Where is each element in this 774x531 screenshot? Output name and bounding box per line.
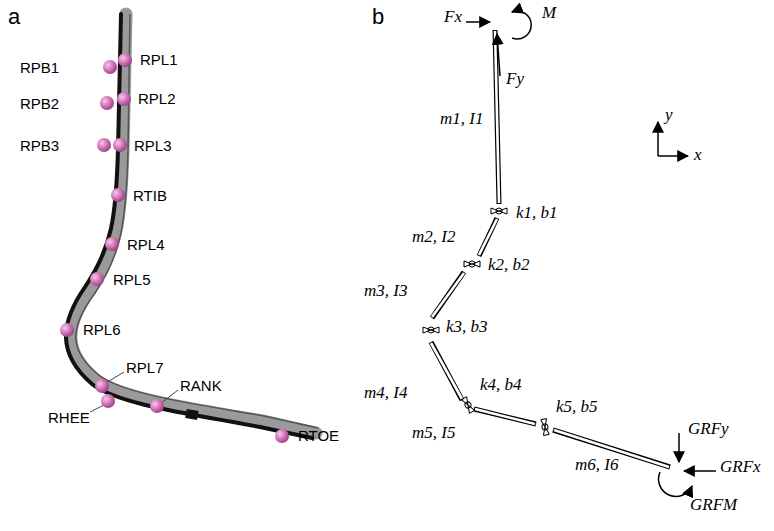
moment-label: M bbox=[542, 4, 556, 21]
marker-name: RANK bbox=[180, 378, 222, 393]
force-label: GRFx bbox=[720, 458, 761, 475]
segment-label: m4, I4 bbox=[364, 384, 407, 401]
segment-label: m6, I6 bbox=[575, 456, 618, 473]
joint-label: k1, b1 bbox=[516, 204, 558, 221]
marker-name: RPL2 bbox=[138, 91, 176, 106]
prosthetic-foot bbox=[66, 14, 318, 438]
force-arrows bbox=[466, 11, 716, 496]
joint-label: k2, b2 bbox=[488, 256, 530, 273]
segment-label: m3, I3 bbox=[364, 282, 407, 299]
force-label: Fy bbox=[506, 70, 524, 87]
leader-lines bbox=[90, 372, 178, 412]
marker-name: RPL6 bbox=[83, 322, 121, 337]
marker-name: RPL5 bbox=[113, 272, 151, 287]
panel-letter: b bbox=[372, 6, 384, 28]
axis-label: y bbox=[665, 106, 673, 123]
markers bbox=[60, 53, 289, 443]
segment-label: m5, I5 bbox=[412, 424, 455, 441]
force-label: GRFy bbox=[688, 420, 729, 437]
segment-label: m2, I2 bbox=[412, 228, 455, 245]
marker-name: RPB1 bbox=[20, 60, 59, 75]
joint-label: k4, b4 bbox=[480, 376, 522, 393]
link-segments bbox=[431, 30, 670, 467]
marker-name: RPB3 bbox=[20, 138, 59, 153]
moment-label: GRFM bbox=[690, 496, 737, 513]
marker-name: RPL4 bbox=[127, 237, 165, 252]
joint-label: k5, b5 bbox=[556, 398, 598, 415]
marker-name: RPB2 bbox=[20, 96, 59, 111]
segment-label: m1, I1 bbox=[440, 110, 483, 127]
marker-name: RPL1 bbox=[140, 52, 178, 67]
panel-letter: a bbox=[8, 6, 20, 28]
force-label: Fx bbox=[444, 8, 462, 25]
marker-name: RHEE bbox=[48, 410, 90, 425]
marker-name: RTIB bbox=[133, 188, 167, 203]
marker-name: RPL7 bbox=[126, 360, 164, 375]
marker-name: RPL3 bbox=[134, 138, 172, 153]
marker-name: RTOE bbox=[298, 428, 339, 443]
joint-label: k3, b3 bbox=[446, 318, 488, 335]
axis-label: x bbox=[694, 146, 702, 163]
